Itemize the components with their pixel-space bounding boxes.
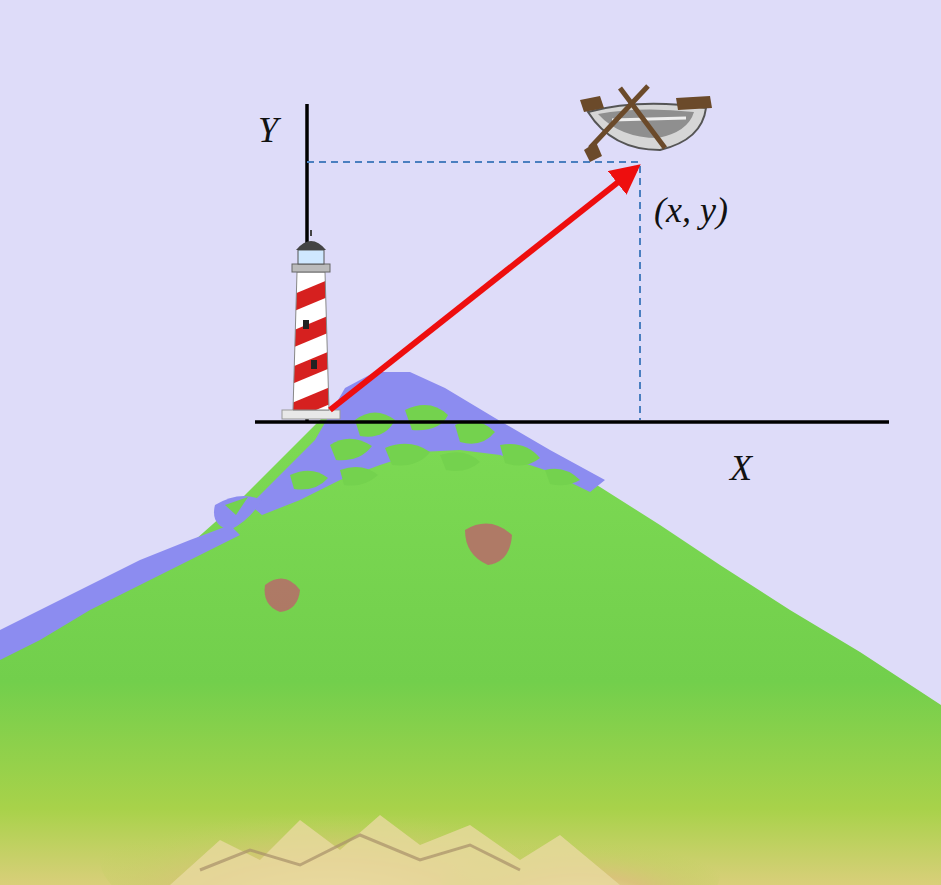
- axis-label: X: [730, 450, 752, 486]
- lighthouse: [280, 230, 340, 425]
- land: [0, 376, 941, 885]
- projection-lines: [307, 162, 640, 420]
- axis-label: (x, y): [654, 192, 728, 228]
- axis-label: Y: [258, 112, 278, 148]
- rowboat: [580, 86, 712, 162]
- position-vector: [330, 168, 636, 410]
- lagoon: [0, 372, 605, 660]
- coordinate-axes: [255, 104, 889, 422]
